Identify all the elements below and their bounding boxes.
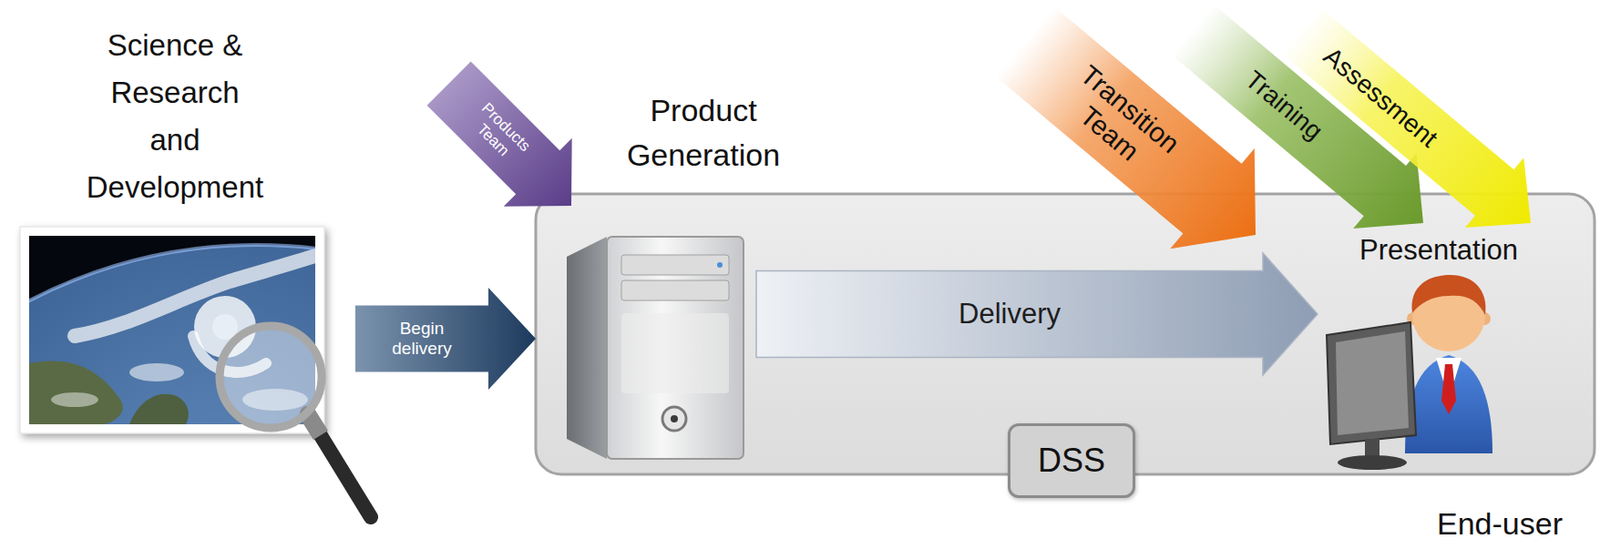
team-arrow [414, 49, 606, 240]
land-mass [29, 360, 124, 425]
node-caption: End-user [1408, 505, 1591, 543]
power-button [662, 407, 687, 431]
monitor-back [1335, 331, 1409, 436]
panel-heading: Science & Research and Development [82, 21, 267, 212]
user-icon [1326, 275, 1493, 471]
begin-delivery-arrow [355, 287, 536, 390]
monitor-frame [1326, 322, 1416, 445]
activity-label: Assessment [1308, 33, 1453, 162]
cloud [129, 363, 185, 382]
end-user-node: PresentationEnd-user [1321, 227, 1557, 547]
products-arrow [414, 49, 606, 240]
research-panel: Science & Research and Development [20, 18, 330, 447]
node-heading: Presentation [1321, 234, 1557, 267]
server-side [566, 236, 607, 460]
magnifier-handle [307, 413, 371, 518]
server-front [606, 236, 744, 460]
earth-globe [29, 245, 316, 425]
power-led [670, 415, 678, 423]
dss-tab: DSS [1007, 423, 1136, 499]
magnifier-collar [307, 413, 321, 436]
atmosphere [29, 245, 316, 425]
cloud [51, 392, 99, 408]
dss-container: DSSProduct GenerationPresentationEnd-use… [535, 194, 1595, 475]
earth-disc [29, 245, 316, 425]
monitor-base [1337, 455, 1407, 471]
drive-bay [621, 280, 729, 301]
team-label: Products Team [461, 95, 537, 172]
magnifier-icon [219, 326, 371, 518]
user-tie [1441, 364, 1457, 415]
front-panel [621, 313, 729, 394]
user-hair [1412, 275, 1487, 316]
land-mass [129, 394, 189, 425]
delivery-arrow [756, 253, 1318, 376]
magnifier-lens [219, 326, 322, 429]
product-generation-node: Product Generation [539, 86, 757, 460]
team-label: Transition Team [1046, 52, 1193, 190]
node-heading: Product Generation [594, 88, 813, 178]
user-suit [1405, 355, 1493, 454]
earth-photo [0, 226, 749, 549]
server-icon [566, 236, 744, 460]
status-led [717, 262, 723, 268]
edge-label: Delivery [918, 297, 1101, 331]
edge-label: Begin delivery [376, 318, 468, 359]
drive-bay [621, 255, 729, 276]
